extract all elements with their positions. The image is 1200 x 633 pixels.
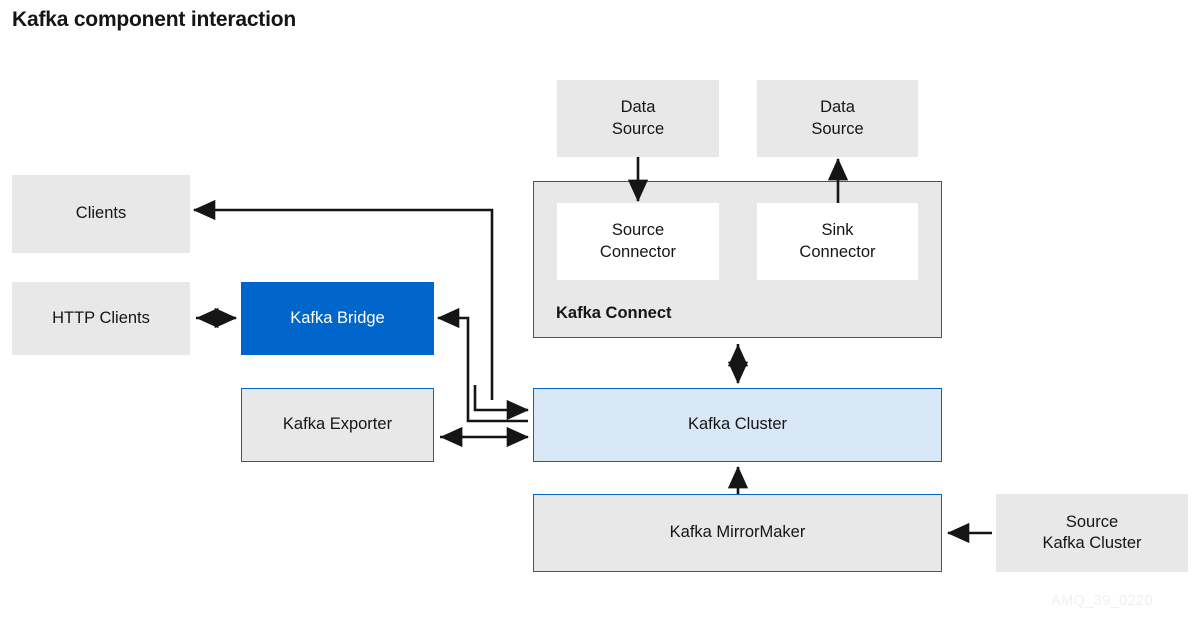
node-kafka-bridge[interactable]: Kafka Bridge bbox=[241, 282, 434, 355]
node-kafka-mirrormaker[interactable]: Kafka MirrorMaker bbox=[533, 494, 942, 572]
node-data-source-left[interactable]: Data Source bbox=[557, 80, 719, 157]
watermark-label: AMQ_39_0220 bbox=[1051, 593, 1153, 609]
node-kafka-cluster-label: Kafka Cluster bbox=[687, 415, 788, 434]
node-kafka-mirrormaker-label: Kafka MirrorMaker bbox=[669, 523, 806, 542]
arrow-cluster-to-bridge bbox=[436, 307, 528, 423]
arrow-exporter-elbow-to-cluster bbox=[473, 385, 530, 421]
node-source-kafka-cluster[interactable]: Source Kafka Cluster bbox=[996, 494, 1188, 572]
node-data-source-left-label: Data Source bbox=[611, 98, 665, 138]
node-http-clients-label: HTTP Clients bbox=[52, 308, 150, 327]
node-source-kafka-cluster-label: Source Kafka Cluster bbox=[1042, 512, 1142, 552]
page-title: Kafka component interaction bbox=[12, 8, 296, 31]
node-source-connector-label: Source Connector bbox=[599, 221, 677, 261]
node-kafka-exporter[interactable]: Kafka Exporter bbox=[241, 388, 434, 462]
node-kafka-connect-label: Kafka Connect bbox=[556, 304, 672, 322]
node-kafka-cluster[interactable]: Kafka Cluster bbox=[533, 388, 942, 462]
node-kafka-exporter-label: Kafka Exporter bbox=[282, 415, 393, 434]
node-http-clients[interactable]: HTTP Clients bbox=[12, 282, 190, 355]
node-sink-connector-label: Sink Connector bbox=[799, 221, 876, 261]
node-data-source-right[interactable]: Data Source bbox=[757, 80, 918, 157]
node-sink-connector[interactable]: Sink Connector bbox=[757, 203, 918, 280]
node-kafka-bridge-label: Kafka Bridge bbox=[290, 308, 385, 327]
node-data-source-right-label: Data Source bbox=[811, 98, 864, 138]
node-source-connector[interactable]: Source Connector bbox=[557, 203, 719, 280]
node-clients[interactable]: Clients bbox=[12, 175, 190, 253]
node-clients-label: Clients bbox=[75, 204, 127, 223]
